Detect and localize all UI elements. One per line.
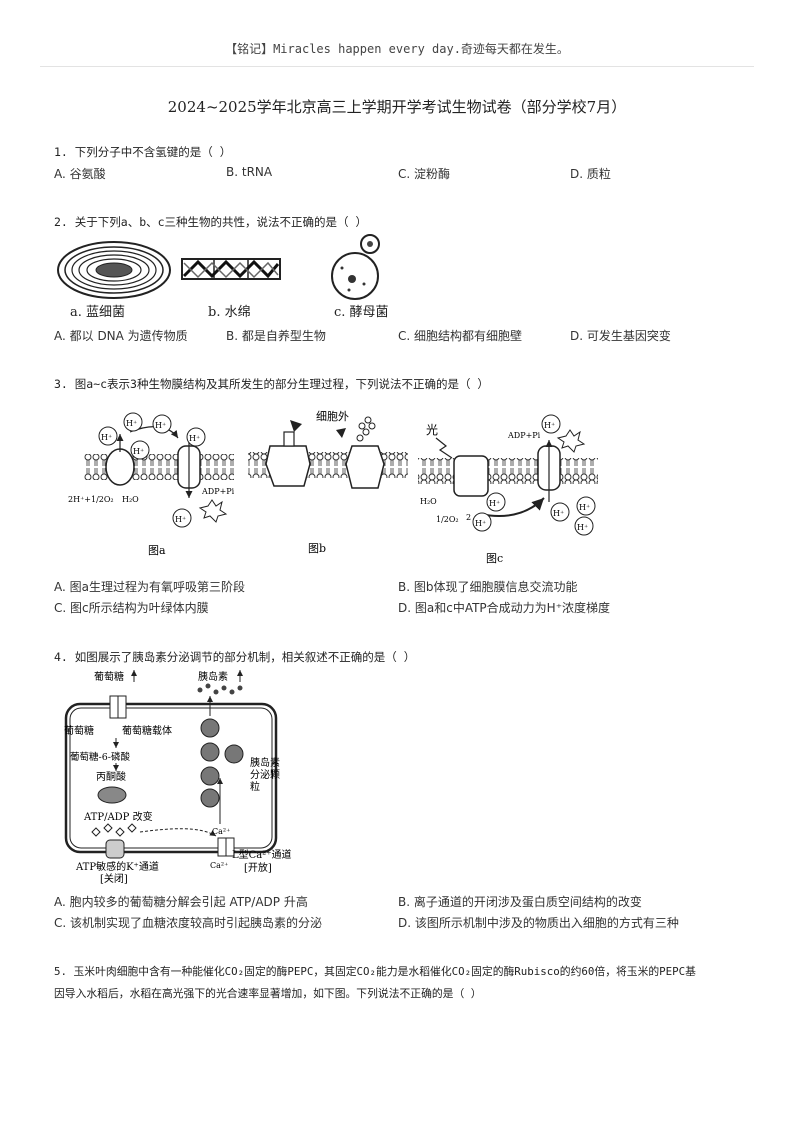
question-1-option-c: C. 淀粉酶	[398, 167, 451, 181]
svg-text:H⁺: H⁺	[489, 499, 500, 508]
panel-a-caption: 图a	[148, 544, 166, 557]
svg-text:H⁺: H⁺	[579, 503, 590, 512]
question-3-option-a: A. 图a生理过程为有氧呼吸第三阶段	[54, 580, 245, 594]
panel-c-caption: 图c	[486, 552, 503, 565]
question-1-option-a: A. 谷氨酸	[54, 167, 106, 181]
glucose-transporter-label: 葡萄糖载体	[122, 724, 172, 737]
k-atp-channel	[105, 839, 125, 859]
question-4-option-d: D. 该图所示机制中涉及的物质出入细胞的方式有三种	[398, 916, 679, 930]
glucose-outside-label: 葡萄糖	[94, 670, 124, 683]
svg-text:H⁺: H⁺	[553, 509, 564, 518]
yeast-drawing	[331, 234, 380, 300]
insulin-outside-label: 胰岛素	[198, 670, 228, 683]
question-2-figure: a. 蓝细菌 b. 水绵 c. 酵母菌	[57, 234, 389, 320]
granule-label-1: 胰岛素	[250, 756, 280, 769]
question-5-stem-line-1: 5. 玉米叶肉细胞中含有一种能催化CO₂固定的酶PEPC，其固定CO₂能力是水稻…	[54, 965, 696, 978]
panel-a-adp: ADP+Pi	[201, 487, 235, 496]
ca-outside-label: Ca²⁺	[210, 861, 228, 870]
granule-label-2: 分泌颗	[250, 768, 280, 781]
question-3-figure: H⁺ H⁺ H⁺ H⁺ H⁺ H⁺ 2H⁺+1/2O₂ H₂O ADP+Pi 图…	[68, 410, 598, 565]
question-4-figure: 葡萄糖 葡萄糖载体 葡萄糖 葡萄糖-6-磷酸 丙酮酸 ATP/ADP 改变 AT…	[64, 670, 292, 885]
glucose-inside-label: 葡萄糖	[64, 724, 94, 737]
svg-text:H⁺: H⁺	[126, 419, 137, 428]
svg-text:H⁺: H⁺	[133, 447, 144, 456]
question-4-option-b: B. 离子通道的开闭涉及蛋白质空间结构的改变	[398, 895, 642, 909]
question-2-option-d: D. 可发生基因突变	[570, 329, 671, 343]
page-title: 2024~2025学年北京高三上学期开学考试生物试卷（部分学校7月）	[167, 98, 627, 116]
panel-a-h-ions: H⁺ H⁺ H⁺ H⁺ H⁺ H⁺	[98, 412, 206, 528]
svg-text:H⁺: H⁺	[577, 523, 588, 532]
pancreatic-beta-cell	[64, 702, 278, 854]
page-motto: 【铭记】Miracles happen every day.奇迹每天都在发生。	[225, 42, 569, 56]
panel-c-water: H₂O	[420, 497, 437, 506]
question-2-option-b: B. 都是自养型生物	[226, 329, 326, 343]
ca-inside-label: Ca²⁺	[212, 827, 230, 836]
question-4-stem: 4. 如图展示了胰岛素分泌调节的部分机制，相关叙述不正确的是（ ）	[54, 650, 416, 664]
question-5-stem-line-2: 因导入水稻后，水稻在高光强下的光合速率显著增加，如下图。下列说法不正确的是（ ）	[54, 987, 482, 1000]
question-1-option-d: D. 质粒	[570, 167, 611, 181]
panel-c-adp: ADP+Pi	[507, 431, 541, 440]
question-4-option-a: A. 胞内较多的葡萄糖分解会引起 ATP/ADP 升高	[54, 895, 308, 909]
ca-channel-state: [开放]	[244, 861, 272, 874]
svg-text:H⁺: H⁺	[475, 519, 486, 528]
panel-c-light-label: 光	[426, 423, 438, 437]
question-1-stem: 1. 下列分子中不含氢键的是（ ）	[54, 145, 232, 159]
panel-a-water: H₂O	[122, 495, 139, 504]
cyanobacteria-label: a. 蓝细菌	[70, 305, 125, 320]
yeast-label: c. 酵母菌	[334, 305, 389, 320]
spirogyra-drawing	[181, 258, 281, 280]
ca-channel-label: L型Ca²⁺通道	[232, 848, 292, 861]
panel-a-equation: 2H⁺+1/2O₂	[68, 495, 114, 504]
question-3-option-c: C. 图c所示结构为叶绿体内膜	[54, 601, 209, 615]
k-channel-label: ATP敏感的K⁺通道	[75, 860, 159, 873]
question-3-option-d: D. 图a和c中ATP合成动力为H⁺浓度梯度	[398, 601, 611, 615]
spirogyra-label: b. 水绵	[208, 305, 251, 320]
panel-b-outside-label: 细胞外	[316, 410, 349, 423]
mitochondrion	[97, 786, 127, 804]
panel-c-h-ions: H⁺ H⁺ H⁺ H⁺ H⁺	[472, 492, 596, 536]
header-divider	[40, 66, 754, 67]
secreted-insulin-dots	[197, 683, 243, 695]
ca-channel	[217, 837, 227, 857]
question-4-option-c: C. 该机制实现了血糖浓度较高时引起胰岛素的分泌	[54, 916, 323, 930]
panel-b-membrane	[248, 416, 408, 489]
svg-text:H⁺: H⁺	[155, 421, 166, 430]
panel-c-two: 2	[466, 513, 471, 522]
svg-text:H⁺: H⁺	[189, 434, 200, 443]
question-3-stem: 3. 图a~c表示3种生物膜结构及其所发生的部分生理过程，下列说法不正确的是（ …	[54, 377, 489, 391]
insulin-granules	[200, 718, 244, 808]
panel-c-membrane	[418, 437, 598, 518]
cyanobacteria-drawing	[57, 241, 171, 299]
granule-label-3: 粒	[250, 780, 260, 793]
g6p-label: 葡萄糖-6-磷酸	[70, 751, 130, 763]
question-1-option-b: B. tRNA	[226, 165, 273, 179]
svg-text:H⁺: H⁺	[175, 515, 186, 524]
atp-diamonds	[91, 823, 137, 837]
svg-text:H⁺: H⁺	[101, 433, 112, 442]
pyruvate-label: 丙酮酸	[96, 770, 126, 783]
atp-adp-label: ATP/ADP 改变	[83, 810, 153, 823]
question-2-stem: 2. 关于下列a、b、c三种生物的共性，说法不正确的是（ ）	[54, 215, 367, 229]
question-2-option-a: A. 都以 DNA 为遗传物质	[54, 329, 188, 343]
panel-b-caption: 图b	[308, 542, 326, 555]
question-2-option-c: C. 细胞结构都有细胞壁	[398, 329, 523, 343]
k-channel-state: [关闭]	[100, 872, 128, 885]
panel-c-half-o2: 1/2O₂	[436, 515, 459, 524]
question-3-option-b: B. 图b体现了细胞膜信息交流功能	[398, 580, 578, 594]
svg-text:H⁺: H⁺	[544, 421, 555, 430]
